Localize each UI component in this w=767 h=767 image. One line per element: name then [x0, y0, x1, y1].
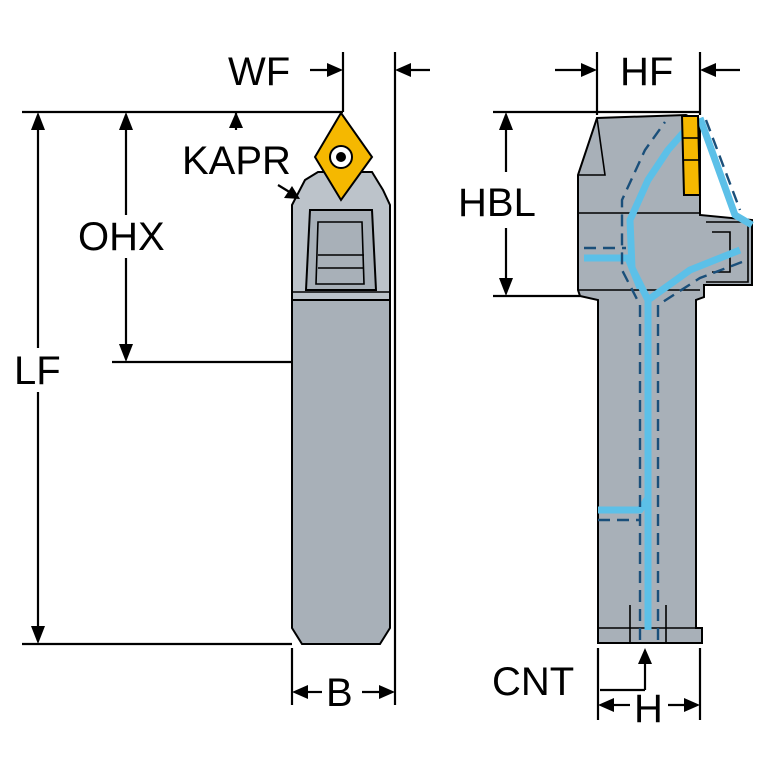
wf-label: WF	[228, 50, 290, 94]
b-label: B	[326, 671, 353, 715]
ohx-dimension: OHX	[22, 110, 343, 364]
cnt-label: CNT	[492, 660, 574, 704]
front-shank	[291, 299, 391, 645]
hidden-line	[704, 119, 742, 211]
kapr-dimension: KAPR	[182, 112, 300, 199]
hbl-dimension: HBL	[458, 110, 700, 298]
hidden-line	[620, 121, 666, 640]
hf-dimension: HF	[555, 50, 740, 115]
lf-dimension: LF	[14, 112, 292, 646]
coolant-channel-branch	[645, 246, 742, 303]
cnt-dimension: CNT	[492, 648, 652, 704]
coolant-channel-side	[584, 254, 644, 290]
coolant-channel-low	[598, 496, 651, 514]
coolant-channel-top	[696, 116, 754, 229]
h-dimension: H	[596, 648, 702, 731]
wf-dimension: WF	[228, 50, 430, 705]
clamp-inner	[315, 221, 365, 285]
side-insert	[680, 115, 702, 196]
front-view	[291, 111, 391, 645]
lf-label: LF	[14, 349, 61, 393]
hidden-line	[656, 260, 743, 640]
side-view	[577, 113, 754, 644]
b-dimension: B	[290, 648, 395, 715]
kapr-label: KAPR	[182, 139, 291, 183]
side-bracket	[706, 221, 749, 283]
h-label: H	[634, 687, 663, 731]
insert-screw	[336, 152, 346, 162]
ohx-label: OHX	[78, 215, 165, 259]
hbl-label: HBL	[458, 181, 536, 225]
clamp-pocket	[304, 209, 378, 291]
side-chamfer	[578, 117, 606, 176]
hf-label: HF	[620, 50, 673, 94]
